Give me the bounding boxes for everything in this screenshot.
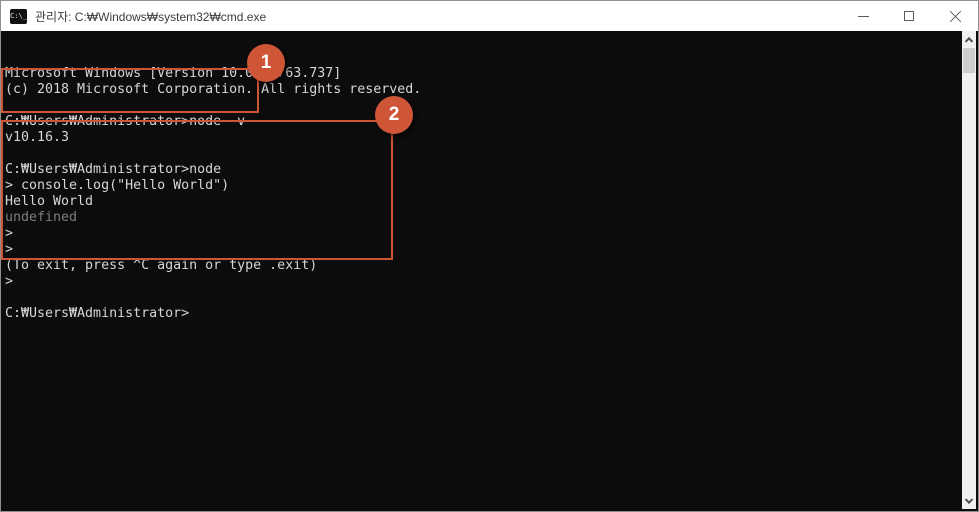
terminal-line: Microsoft Windows [Version 10.0.17763.73… [5,66,342,81]
cmd-app-icon: C:\_ [10,8,27,24]
chevron-down-icon [964,495,974,504]
terminal-line: v10.16.3 [5,130,70,145]
terminal-line [5,98,962,114]
terminal-line: Hello World [5,194,94,209]
title-bar: C:\_ 관리자: C:₩Windows₩system32₩cmd.exe [1,1,978,31]
minimize-button[interactable] [840,1,886,31]
window-title: 관리자: C:₩Windows₩system32₩cmd.exe [35,9,267,24]
vertical-scrollbar[interactable] [962,31,976,509]
terminal-line: > [5,242,14,257]
terminal-line: C:₩Users₩Administrator>node [5,162,222,177]
close-button[interactable] [932,1,978,31]
minimize-icon [857,15,869,17]
terminal-line: > console.log("Hello World") [5,178,230,193]
maximize-button[interactable] [886,1,932,31]
close-icon [949,10,962,23]
terminal-line: > [5,226,14,241]
terminal-line [5,290,962,306]
terminal-line: C:₩Users₩Administrator> [5,306,190,321]
maximize-icon [904,11,914,21]
terminal-line: > [5,274,14,289]
chevron-up-icon [964,36,974,45]
scrollbar-thumb[interactable] [963,48,975,73]
terminal-line: C:₩Users₩Administrator>node -v [5,114,246,129]
terminal-line: (To exit, press ^C again or type .exit) [5,258,318,273]
terminal-line: undefined [5,210,78,225]
scroll-down-button[interactable] [962,492,976,509]
terminal-line: (c) 2018 Microsoft Corporation. All righ… [5,82,422,97]
terminal-output[interactable]: Microsoft Windows [Version 10.0.17763.73… [2,31,962,509]
window-controls [840,1,978,31]
scroll-up-button[interactable] [962,31,976,48]
terminal-line [5,146,962,162]
terminal-lines: Microsoft Windows [Version 10.0.17763.73… [5,66,962,322]
